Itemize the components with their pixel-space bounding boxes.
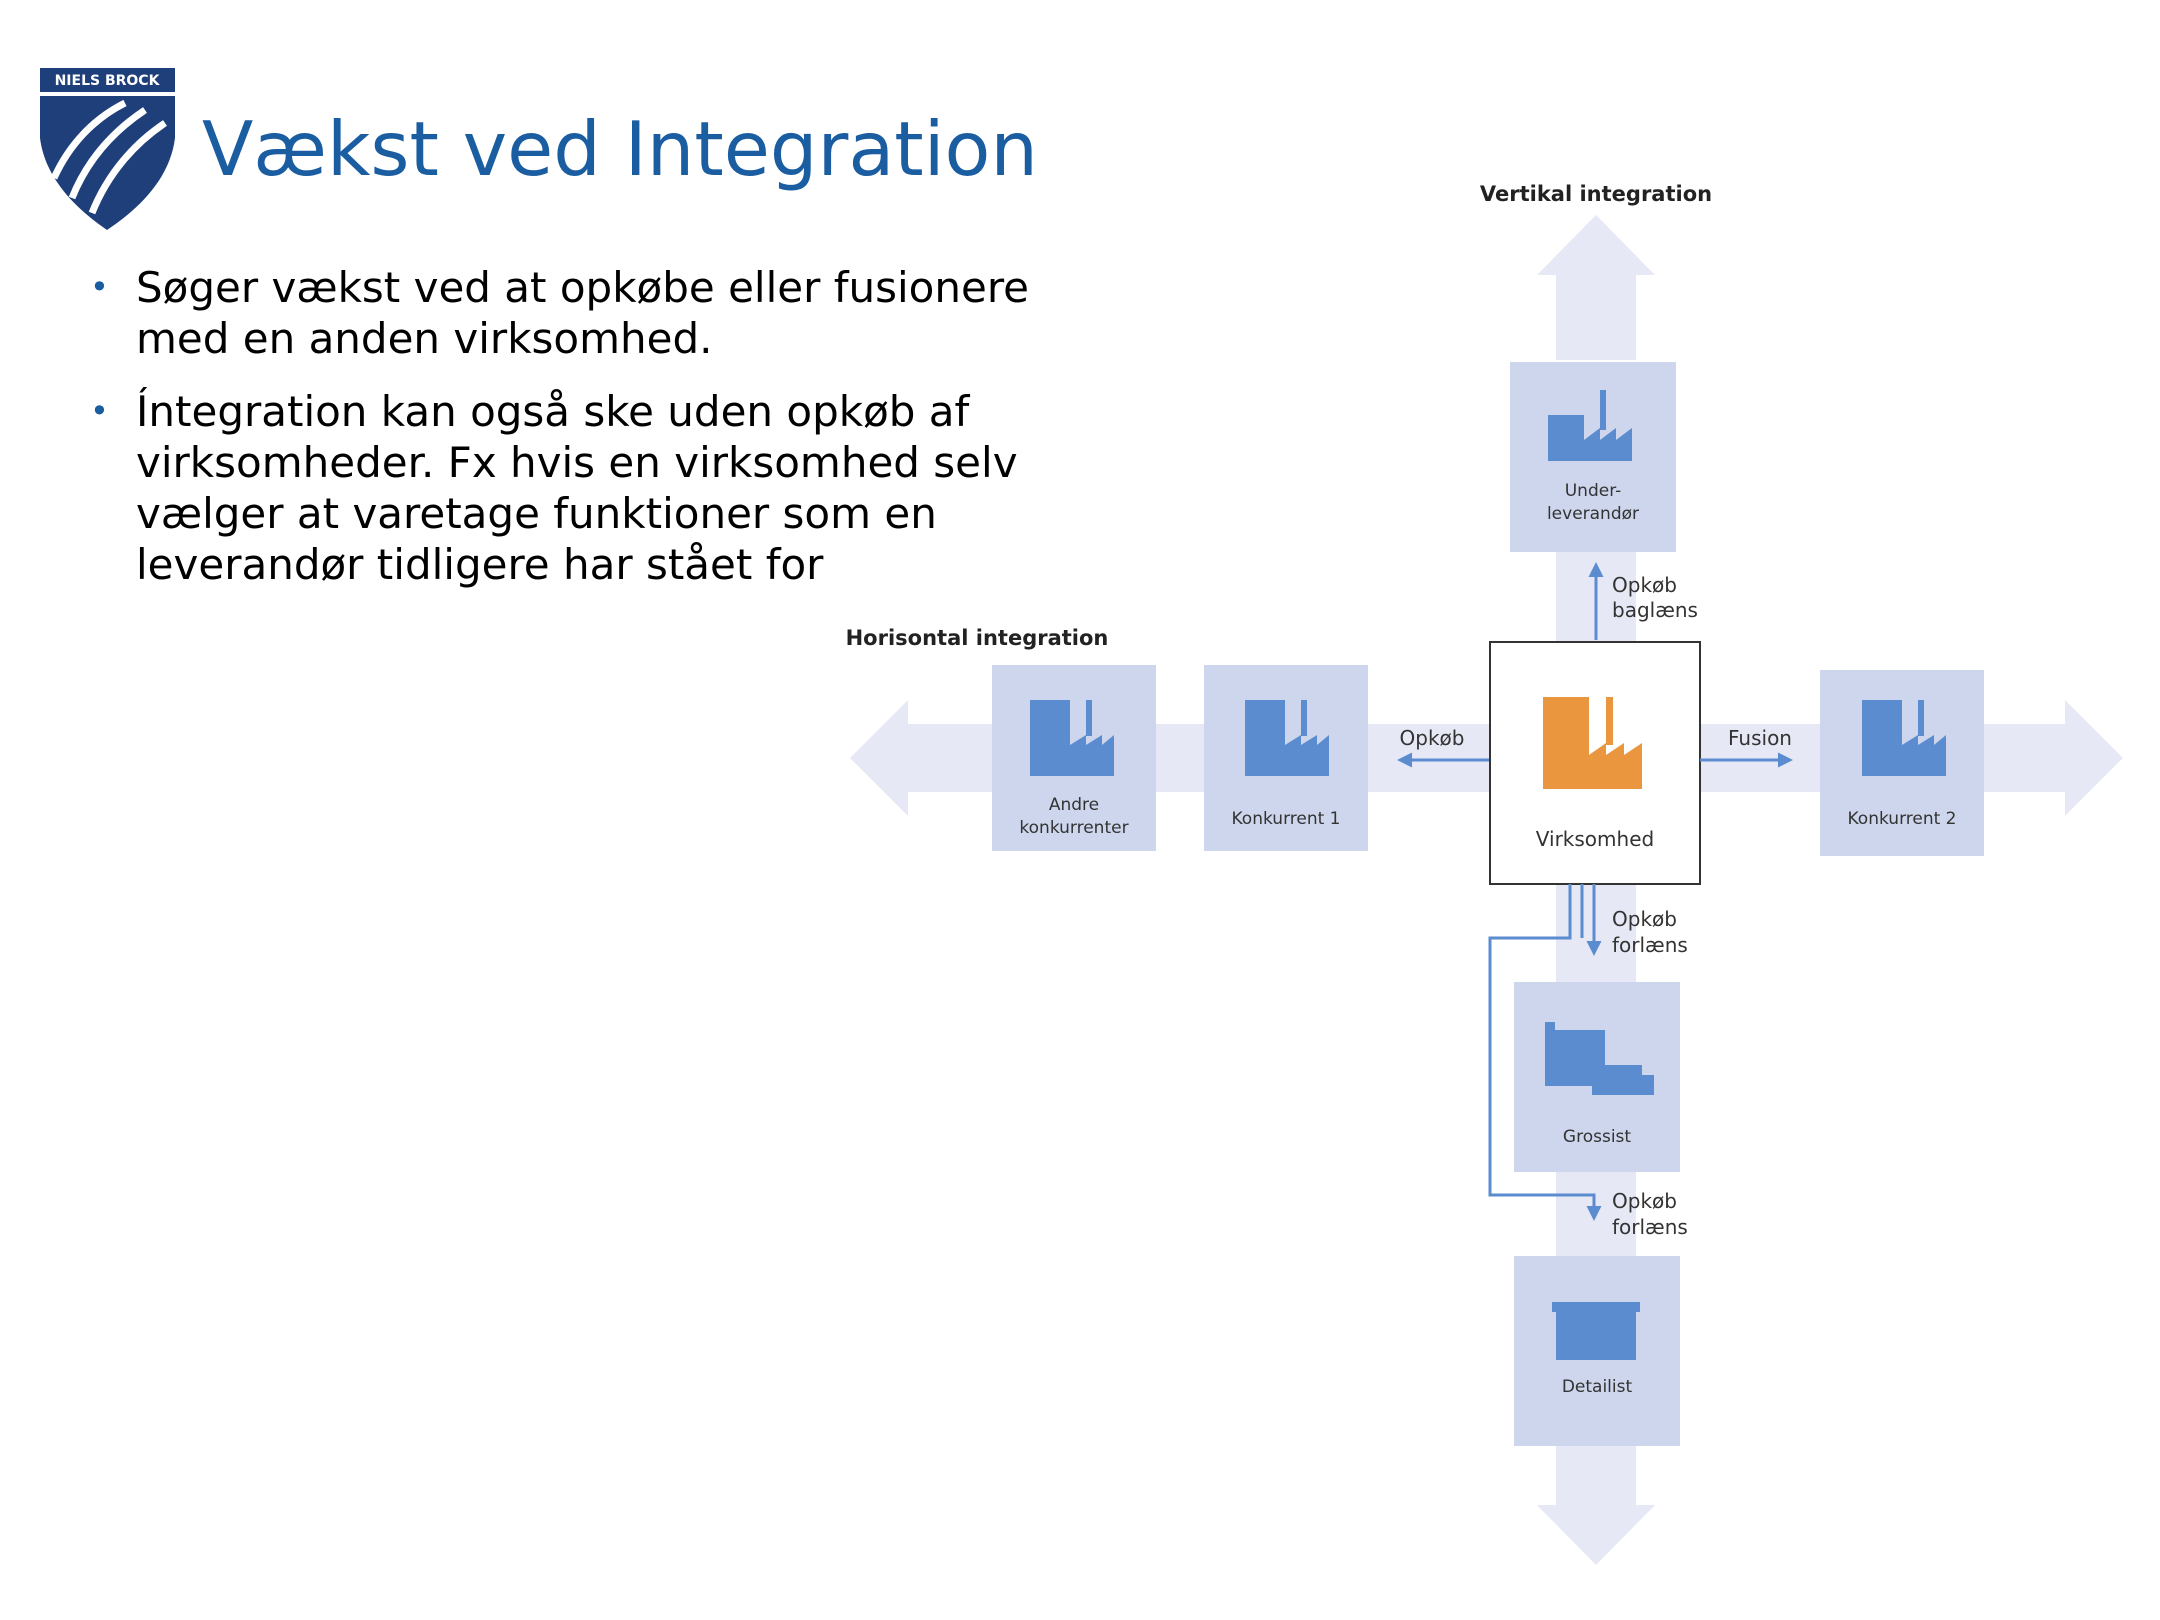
opkob-forlaens-1-label-2: forlæns	[1612, 933, 1688, 957]
vertical-integration-label: Vertikal integration	[1480, 182, 1712, 206]
konkurrent-1-label: Konkurrent 1	[1232, 809, 1341, 829]
andre-konkurrenter-label-1: Andre	[1049, 795, 1099, 815]
factory-icon	[1245, 700, 1329, 776]
vertical-arrow-band-up	[1537, 215, 1655, 360]
niels-brock-logo: NIELS BROCK	[40, 68, 175, 230]
opkob-baglaens-label-1: Opkøb	[1612, 573, 1677, 597]
underleverandor-box: Under- leverandør	[1510, 362, 1676, 552]
virksomhed-label: Virksomhed	[1536, 827, 1654, 851]
bullet-text: Íntegration kan også ske uden opkøb af v…	[136, 387, 1018, 589]
warehouse-truck-icon	[1545, 1022, 1654, 1095]
factory-icon	[1543, 697, 1642, 789]
underleverandor-label-2: leverandør	[1547, 504, 1639, 524]
fusion-label: Fusion	[1728, 726, 1792, 750]
opkob-forlaens-2-label-2: forlæns	[1612, 1215, 1688, 1239]
opkob-forlaens-2-label-1: Opkøb	[1612, 1189, 1677, 1213]
andre-konkurrenter-box: Andre konkurrenter	[992, 665, 1156, 851]
page-title: Vækst ved Integration	[202, 105, 1038, 193]
detailist-label: Detailist	[1562, 1377, 1633, 1397]
konkurrent-2-box: Konkurrent 2	[1820, 670, 1984, 856]
konkurrent-1-box: Konkurrent 1	[1204, 665, 1368, 851]
horizontal-integration-label: Horisontal integration	[846, 626, 1109, 650]
underleverandor-label-1: Under-	[1565, 481, 1622, 501]
bullet-item: • Søger vækst ved at opkøbe eller fusion…	[88, 262, 1088, 364]
opkob-forlaens-1-label-1: Opkøb	[1612, 907, 1677, 931]
factory-icon	[1548, 390, 1632, 461]
bullet-item: • Íntegration kan også ske uden opkøb af…	[88, 386, 1088, 590]
grossist-label: Grossist	[1563, 1127, 1631, 1147]
opkob-left-label: Opkøb	[1400, 726, 1465, 750]
factory-icon	[1030, 700, 1114, 776]
bullet-dot-icon: •	[90, 392, 109, 430]
opkob-baglaens-label-2: baglæns	[1612, 598, 1698, 622]
factory-icon	[1862, 700, 1946, 776]
bullet-dot-icon: •	[90, 268, 109, 306]
andre-konkurrenter-label-2: konkurrenter	[1019, 818, 1128, 838]
bullet-list: • Søger vækst ved at opkøbe eller fusion…	[88, 262, 1088, 612]
vertical-arrow-band-down	[1537, 1440, 1655, 1565]
bullet-text: Søger vækst ved at opkøbe eller fusioner…	[136, 263, 1030, 363]
konkurrent-2-label: Konkurrent 2	[1848, 809, 1957, 829]
logo-text: NIELS BROCK	[55, 73, 161, 89]
store-icon	[1552, 1302, 1640, 1360]
detailist-box: Detailist	[1514, 1256, 1680, 1446]
horizontal-arrow-band	[850, 700, 2123, 816]
opkob-forlaens-line-1	[1488, 884, 1602, 1221]
grossist-box: Grossist	[1514, 982, 1680, 1172]
virksomhed-box: Virksomhed	[1489, 641, 1701, 885]
